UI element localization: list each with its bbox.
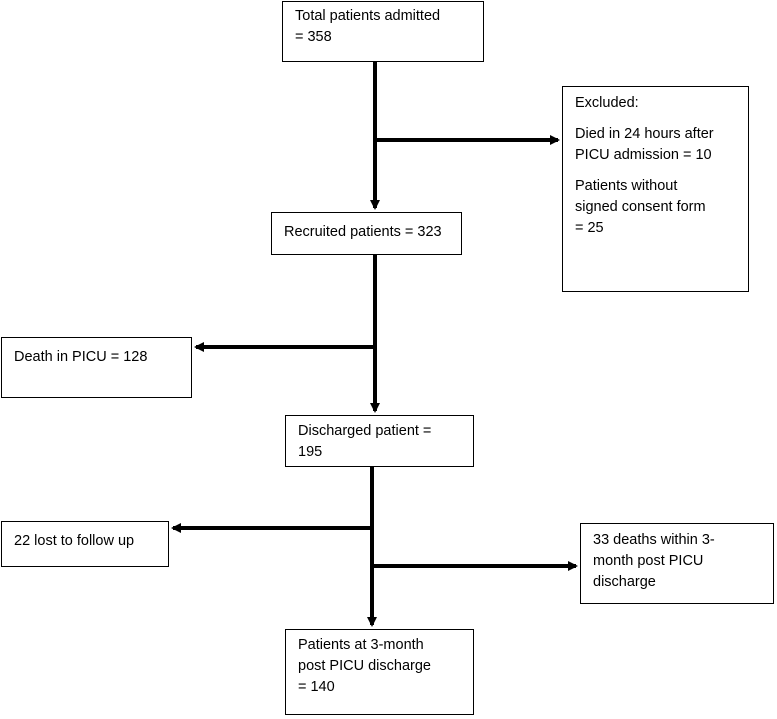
deaths-3-month-box: 33 deaths within 3- month post PICU disc…	[580, 523, 774, 604]
discharged-line1: Discharged patient =	[298, 423, 432, 439]
total-admitted-line2: = 358	[295, 29, 332, 45]
total-admitted-box: Total patients admitted = 358	[282, 1, 484, 62]
discharged-box: Discharged patient = 195	[285, 415, 474, 467]
excluded-died-24h-line1: Died in 24 hours after	[575, 126, 714, 142]
death-in-picu-text: Death in PICU = 128	[14, 349, 148, 365]
total-admitted-line1: Total patients admitted	[295, 8, 441, 24]
final-cohort-line3: = 140	[298, 679, 335, 695]
excluded-no-consent-line1: Patients without	[575, 178, 678, 194]
death-in-picu-box: Death in PICU = 128	[1, 337, 192, 398]
excluded-heading: Excluded:	[575, 95, 639, 111]
recruited-text: Recruited patients = 323	[284, 224, 442, 240]
final-cohort-line2: post PICU discharge	[298, 658, 431, 674]
lost-to-follow-up-text: 22 lost to follow up	[14, 533, 135, 549]
lost-to-follow-up-box: 22 lost to follow up	[1, 521, 169, 567]
deaths-3-month-line3: discharge	[593, 574, 656, 590]
recruited-box: Recruited patients = 323	[271, 212, 462, 255]
excluded-box: Excluded: Died in 24 hours after PICU ad…	[562, 86, 749, 292]
final-cohort-box: Patients at 3-month post PICU discharge …	[285, 629, 474, 715]
excluded-no-consent-line2: signed consent form	[575, 199, 706, 215]
excluded-died-24h-line2: PICU admission = 10	[575, 147, 712, 163]
discharged-line2: 195	[298, 444, 323, 460]
excluded-no-consent-line3: = 25	[575, 220, 604, 236]
final-cohort-line1: Patients at 3-month	[298, 637, 424, 653]
deaths-3-month-line1: 33 deaths within 3-	[593, 532, 715, 548]
deaths-3-month-line2: month post PICU	[593, 553, 704, 569]
